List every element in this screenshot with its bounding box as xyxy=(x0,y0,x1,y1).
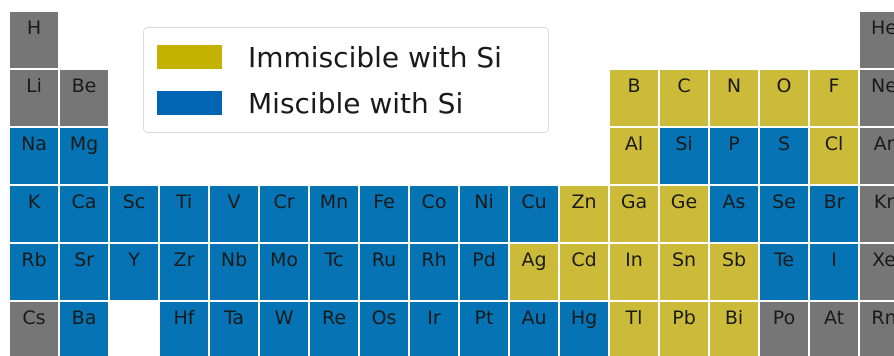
element-hf: Hf xyxy=(159,301,209,356)
element-f: F xyxy=(809,69,859,127)
element-fe: Fe xyxy=(359,185,409,243)
element-mo: Mo xyxy=(259,243,309,301)
element-w: W xyxy=(259,301,309,356)
element-si: Si xyxy=(659,127,709,185)
element-cu: Cu xyxy=(509,185,559,243)
element-ca: Ca xyxy=(59,185,109,243)
element-rn: Rn xyxy=(859,301,894,356)
element-na: Na xyxy=(9,127,59,185)
element-pd: Pd xyxy=(459,243,509,301)
element-bi: Bi xyxy=(709,301,759,356)
element-rh: Rh xyxy=(409,243,459,301)
element-in: In xyxy=(609,243,659,301)
element-sr: Sr xyxy=(59,243,109,301)
element-tc: Tc xyxy=(309,243,359,301)
element-pt: Pt xyxy=(459,301,509,356)
element-ti: Ti xyxy=(159,185,209,243)
element-ar: Ar xyxy=(859,127,894,185)
element-s: S xyxy=(759,127,809,185)
element-re: Re xyxy=(309,301,359,356)
element-cd: Cd xyxy=(559,243,609,301)
element-ga: Ga xyxy=(609,185,659,243)
legend-label-miscible: Miscible with Si xyxy=(248,86,464,120)
element-mn: Mn xyxy=(309,185,359,243)
element-he: He xyxy=(859,11,894,69)
legend: Immiscible with Si Miscible with Si xyxy=(143,27,549,133)
element-sc: Sc xyxy=(109,185,159,243)
element-ag: Ag xyxy=(509,243,559,301)
element-br: Br xyxy=(809,185,859,243)
element-cl: Cl xyxy=(809,127,859,185)
element-hg: Hg xyxy=(559,301,609,356)
element-cr: Cr xyxy=(259,185,309,243)
element-se: Se xyxy=(759,185,809,243)
element-po: Po xyxy=(759,301,809,356)
element-ta: Ta xyxy=(209,301,259,356)
element-y: Y xyxy=(109,243,159,301)
element-li: Li xyxy=(9,69,59,127)
element-ge: Ge xyxy=(659,185,709,243)
element-ir: Ir xyxy=(409,301,459,356)
legend-label-immiscible: Immiscible with Si xyxy=(248,40,502,74)
element-i: I xyxy=(809,243,859,301)
element-co: Co xyxy=(409,185,459,243)
element-cs: Cs xyxy=(9,301,59,356)
element-n: N xyxy=(709,69,759,127)
element-au: Au xyxy=(509,301,559,356)
element-sb: Sb xyxy=(709,243,759,301)
element-c: C xyxy=(659,69,709,127)
element-ni: Ni xyxy=(459,185,509,243)
element-ba: Ba xyxy=(59,301,109,356)
legend-swatch-miscible xyxy=(157,91,222,115)
element-ru: Ru xyxy=(359,243,409,301)
element-v: V xyxy=(209,185,259,243)
element-be: Be xyxy=(59,69,109,127)
legend-swatch-immiscible xyxy=(157,45,222,69)
element-rb: Rb xyxy=(9,243,59,301)
element-b: B xyxy=(609,69,659,127)
element-zr: Zr xyxy=(159,243,209,301)
element-zn: Zn xyxy=(559,185,609,243)
element-os: Os xyxy=(359,301,409,356)
element-sn: Sn xyxy=(659,243,709,301)
element-tl: Tl xyxy=(609,301,659,356)
element-o: O xyxy=(759,69,809,127)
element-kr: Kr xyxy=(859,185,894,243)
legend-item-miscible: Miscible with Si xyxy=(157,86,464,120)
element-te: Te xyxy=(759,243,809,301)
element-ne: Ne xyxy=(859,69,894,127)
element-xe: Xe xyxy=(859,243,894,301)
element-al: Al xyxy=(609,127,659,185)
element-nb: Nb xyxy=(209,243,259,301)
element-h: H xyxy=(9,11,59,69)
element-as: As xyxy=(709,185,759,243)
element-k: K xyxy=(9,185,59,243)
legend-item-immiscible: Immiscible with Si xyxy=(157,40,502,74)
element-at: At xyxy=(809,301,859,356)
element-p: P xyxy=(709,127,759,185)
element-mg: Mg xyxy=(59,127,109,185)
element-pb: Pb xyxy=(659,301,709,356)
